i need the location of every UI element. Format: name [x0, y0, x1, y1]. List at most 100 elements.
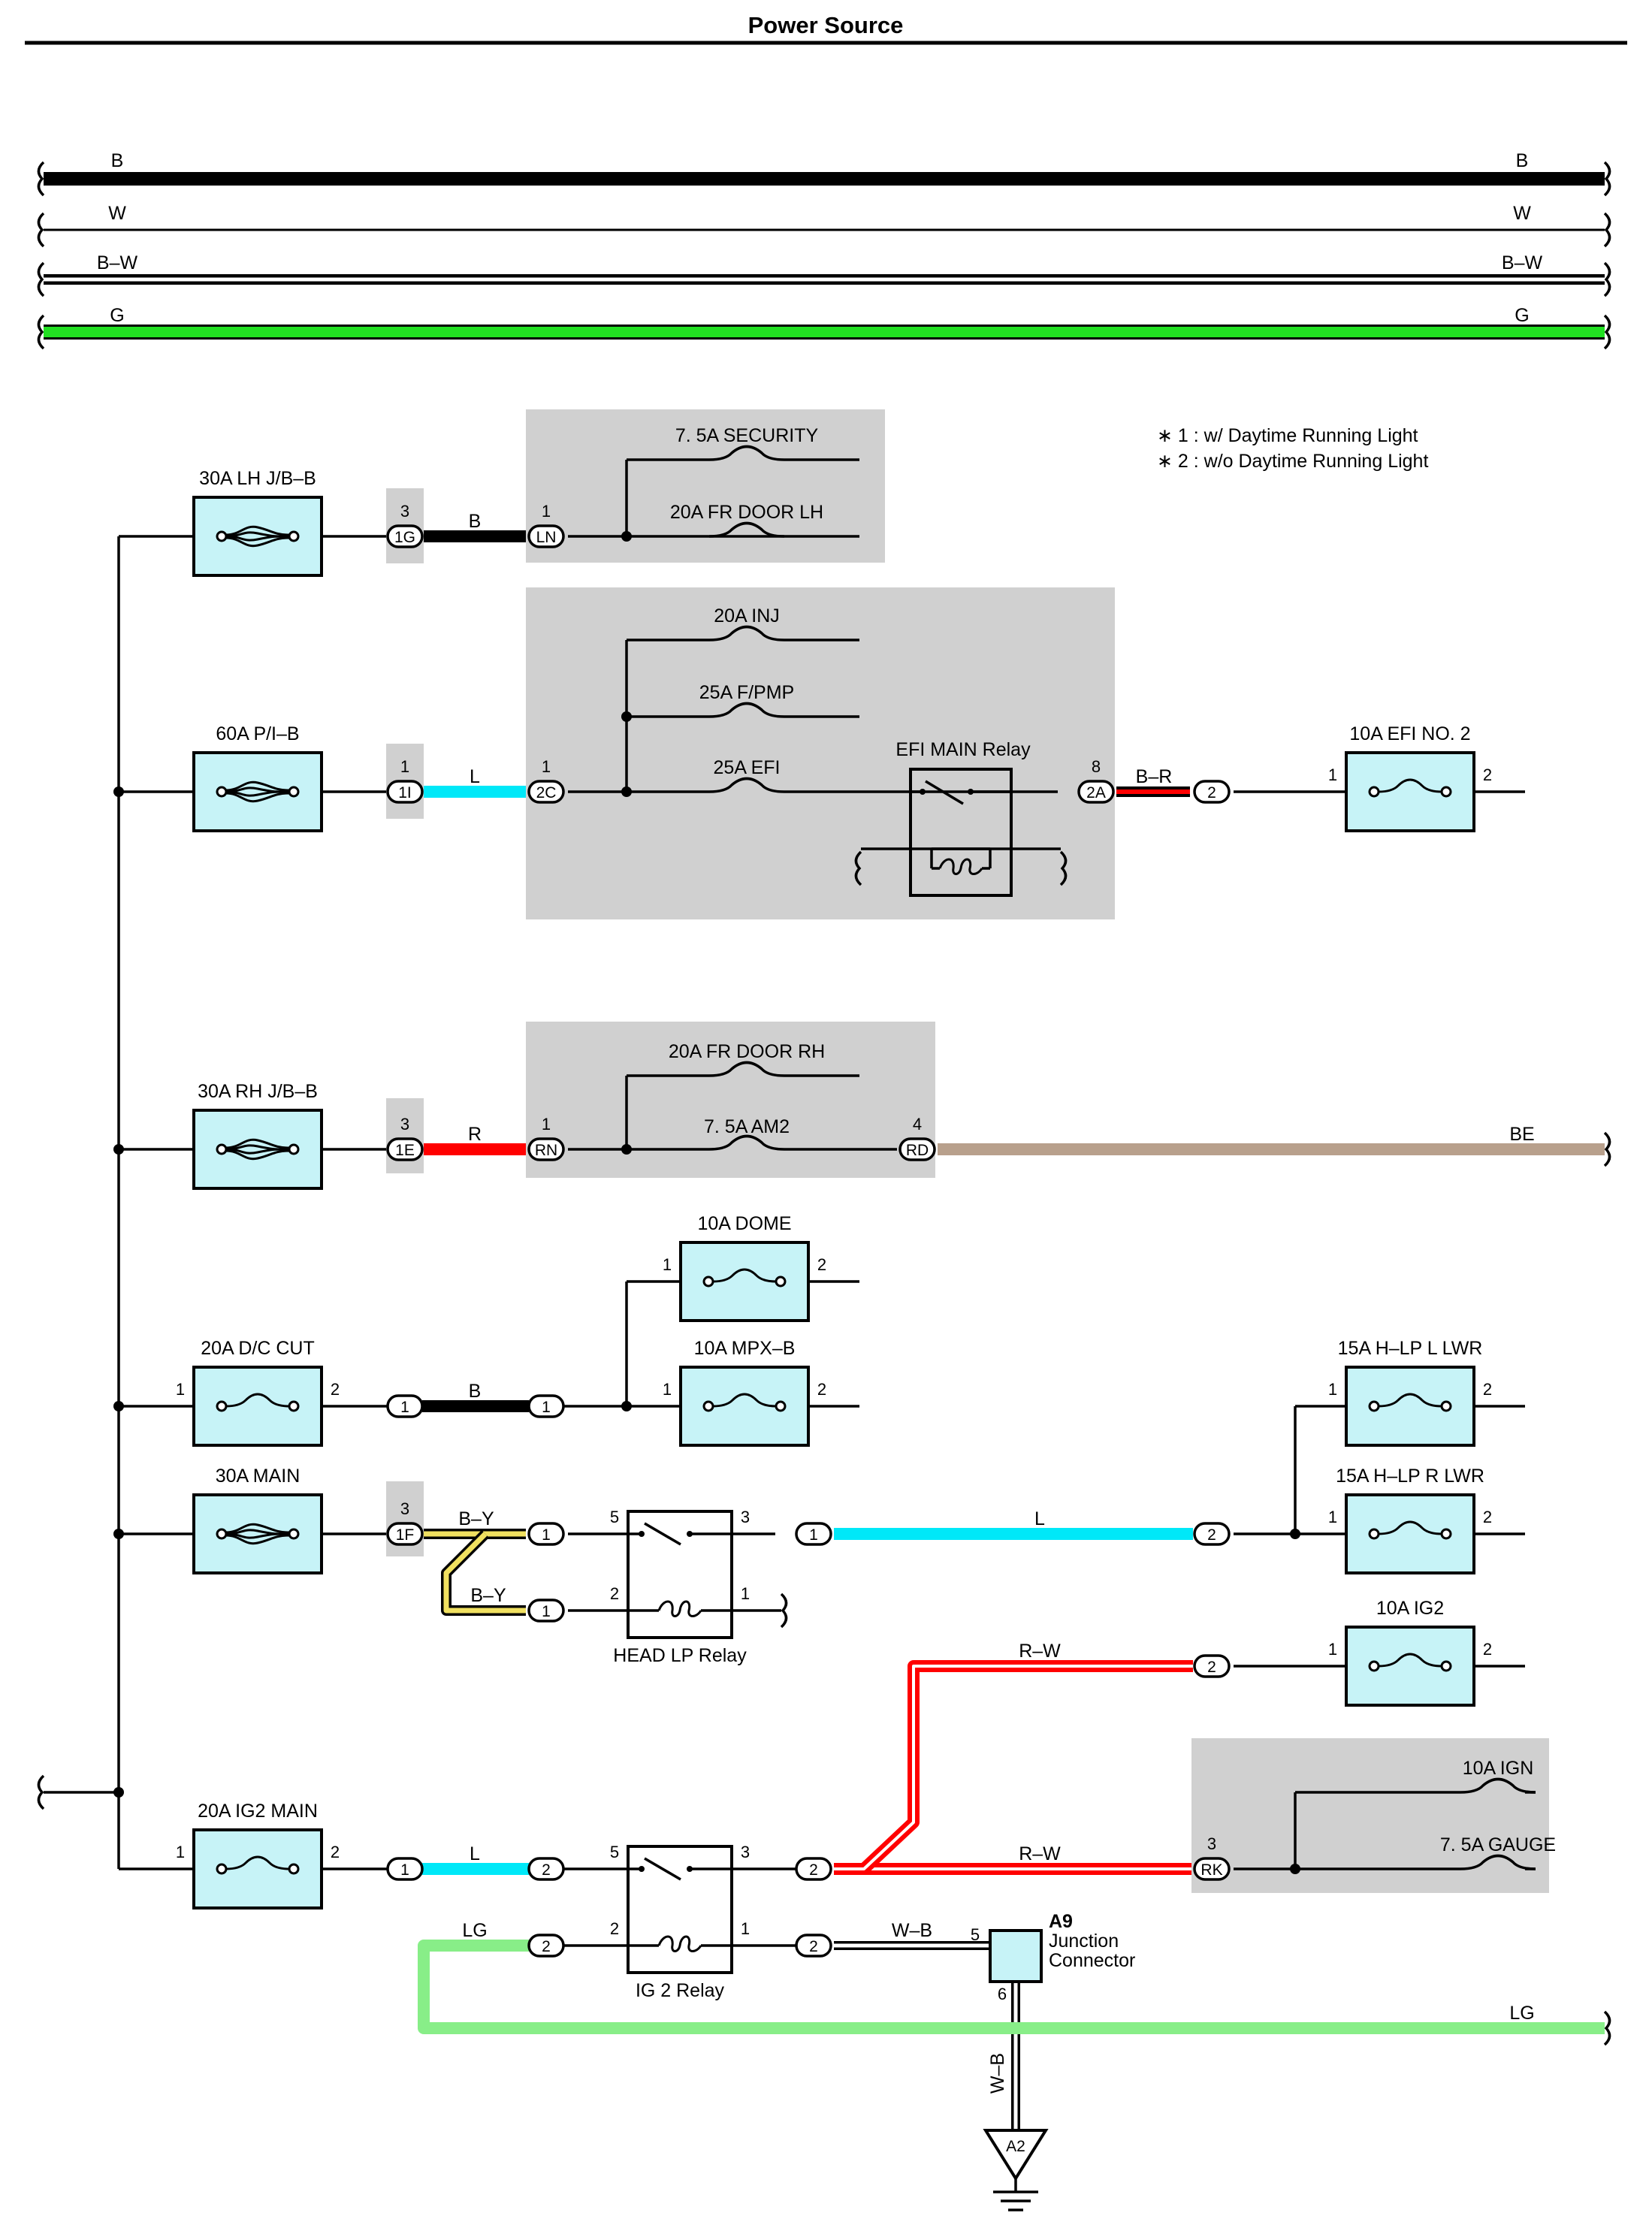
- connector-ln: [527, 524, 565, 548]
- connector-rd: [898, 1137, 936, 1161]
- wire-label-l-row2: L: [470, 766, 480, 787]
- fuse-label-10a-ig2: 10A IG2: [1376, 1598, 1444, 1619]
- connector-label-1i: 1I: [398, 784, 412, 802]
- relay-label-head-lp: HEAD LP Relay: [613, 1645, 747, 1666]
- top-bus-wires: [37, 161, 1611, 350]
- fuse-label-15a-hlp-l-lwr: 15A H–LP L LWR: [1338, 1338, 1483, 1359]
- fuse-10a-dome: [679, 1241, 810, 1322]
- fuse-label-10a-efi-no2: 10A EFI NO. 2: [1349, 723, 1470, 744]
- connector-label-2-ig2-d: 2: [809, 1938, 818, 1955]
- fuse-label-20a-fr-door-rh: 20A FR DOOR RH: [669, 1041, 825, 1062]
- connector-label-1g: 1G: [394, 529, 415, 546]
- connector-label-rk: RK: [1200, 1861, 1222, 1879]
- junction-block-ign: [1191, 1738, 1549, 1893]
- wire-label-l-row5: L: [1034, 1508, 1045, 1529]
- pin-headlp-2: 2: [610, 1584, 619, 1603]
- note-daytime-running-light-2: ∗ 2 : w/o Daytime Running Light: [1157, 451, 1428, 472]
- fuse-label-7-5a-gauge: 7. 5A GAUGE: [1440, 1834, 1556, 1855]
- connector-rk: [1193, 1857, 1231, 1881]
- relay-label-ig2: IG 2 Relay: [636, 1980, 725, 2001]
- fuse-label-30a-main: 30A MAIN: [216, 1466, 301, 1487]
- pin-ig2relay-1: 1: [741, 1919, 750, 1938]
- connector-rn: [527, 1137, 565, 1161]
- fuse-30a-main: [192, 1493, 323, 1574]
- connector-tab-1e: [386, 1098, 424, 1173]
- connector-2-ig2-b: [527, 1934, 565, 1958]
- bus-label-w-right: W: [1513, 203, 1531, 224]
- row-pib-wiring: [322, 625, 1525, 897]
- connector-2-efi: [1193, 780, 1231, 804]
- main-bus: [37, 535, 194, 1870]
- wire-label-wb-horizontal: W–B: [892, 1920, 932, 1941]
- pin-ig2relay-3: 3: [741, 1843, 750, 1861]
- fuse-label-30a-rh-jb: 30A RH J/B–B: [198, 1081, 318, 1102]
- connector-1-ig2-a: [386, 1857, 424, 1881]
- pin-ig2relay-5: 5: [610, 1843, 619, 1861]
- pin-headlp-5: 5: [610, 1508, 619, 1526]
- connector-2-ig2-c: [795, 1857, 832, 1881]
- wire-label-b-row1: B: [469, 511, 482, 532]
- fuse-10a-mpxb: [679, 1366, 810, 1447]
- fuse-15a-hlp-l-lwr: [1345, 1366, 1475, 1447]
- connector-label-1-headlp-c: 1: [809, 1526, 818, 1544]
- wire-label-rw-bottom: R–W: [1019, 1843, 1061, 1864]
- connector-label-rd: RD: [906, 1142, 929, 1159]
- fuse-label-60a-pib: 60A P/I–B: [216, 723, 299, 744]
- connector-2-ig2-d: [795, 1934, 832, 1958]
- wire-label-by-top: B–Y: [458, 1508, 494, 1529]
- pin-ig2-1: 1: [1328, 1640, 1337, 1659]
- fuse-label-20a-fr-door-lh: 20A FR DOOR LH: [670, 502, 823, 523]
- relay-label-efi-main: EFI MAIN Relay: [895, 739, 1031, 760]
- pin-dc-cut-1: 1: [176, 1380, 185, 1399]
- page-title: Power Source: [748, 12, 904, 38]
- row-lh-jb-wiring: [322, 445, 859, 542]
- pin-mpxb-1: 1: [663, 1380, 672, 1399]
- connector-label-1-headlp-a: 1: [542, 1526, 551, 1544]
- connector-label-1f: 1F: [396, 1526, 415, 1544]
- bus-label-bw-left: B–W: [97, 252, 138, 273]
- connector-label-1-dc-cut-a: 1: [400, 1399, 409, 1416]
- fuse-label-20a-dc-cut: 20A D/C CUT: [201, 1338, 314, 1359]
- fuse-10a-efi-no2: [1345, 751, 1475, 832]
- connector-1-dc-cut-a: [386, 1394, 424, 1418]
- pin-ig2-2: 2: [1483, 1640, 1492, 1659]
- connector-label-2c: 2C: [536, 784, 557, 802]
- junction-connector-line2: Connector: [1049, 1950, 1135, 1971]
- row-ig2-wiring: [322, 1660, 1611, 2211]
- wire-label-l-row6: L: [470, 1843, 480, 1864]
- pin-1i-1: 1: [400, 757, 409, 776]
- pin-rk-3: 3: [1207, 1834, 1216, 1853]
- pin-ln-1: 1: [542, 502, 551, 521]
- pin-headlp-3: 3: [741, 1508, 750, 1526]
- pin-dome-2: 2: [817, 1255, 826, 1274]
- fuse-20a-ig2-main: [192, 1828, 323, 1909]
- connector-label-2-ig2-a: 2: [542, 1861, 551, 1879]
- bus-label-g-right: G: [1515, 305, 1529, 326]
- connector-2-hlp: [1193, 1522, 1231, 1546]
- connector-1i: [386, 780, 424, 804]
- fuse-60a-pib: [192, 751, 323, 832]
- pin-junction-6: 6: [998, 1985, 1007, 2003]
- connector-1-dc-cut-b: [527, 1394, 565, 1418]
- wire-label-br: B–R: [1136, 766, 1173, 787]
- pin-ig2-main-2: 2: [331, 1843, 340, 1861]
- connector-1-headlp-c: [795, 1522, 832, 1546]
- wire-label-lg-right: LG: [1509, 2003, 1534, 2024]
- pin-2a-8: 8: [1092, 757, 1101, 776]
- connector-label-1-dc-cut-b: 1: [542, 1399, 551, 1416]
- bus-label-b-right: B: [1516, 150, 1529, 171]
- pin-2c-1: 1: [542, 757, 551, 776]
- pin-efi-no2-1: 1: [1328, 765, 1337, 784]
- connector-label-2a: 2A: [1086, 784, 1106, 802]
- connector-label-ln: LN: [536, 529, 557, 546]
- connector-label-2-efi: 2: [1207, 784, 1216, 802]
- wire-label-lg-left: LG: [462, 1920, 487, 1941]
- connector-label-2-hlp: 2: [1207, 1526, 1216, 1544]
- fuse-label-20a-ig2-main: 20A IG2 MAIN: [198, 1801, 318, 1822]
- fuse-label-20a-inj: 20A INJ: [714, 605, 780, 626]
- pin-1g-3: 3: [400, 502, 409, 521]
- connector-label-1-ig2-a: 1: [400, 1861, 409, 1879]
- fuse-label-10a-ign: 10A IGN: [1463, 1758, 1534, 1779]
- wire-label-rw-top: R–W: [1019, 1641, 1061, 1662]
